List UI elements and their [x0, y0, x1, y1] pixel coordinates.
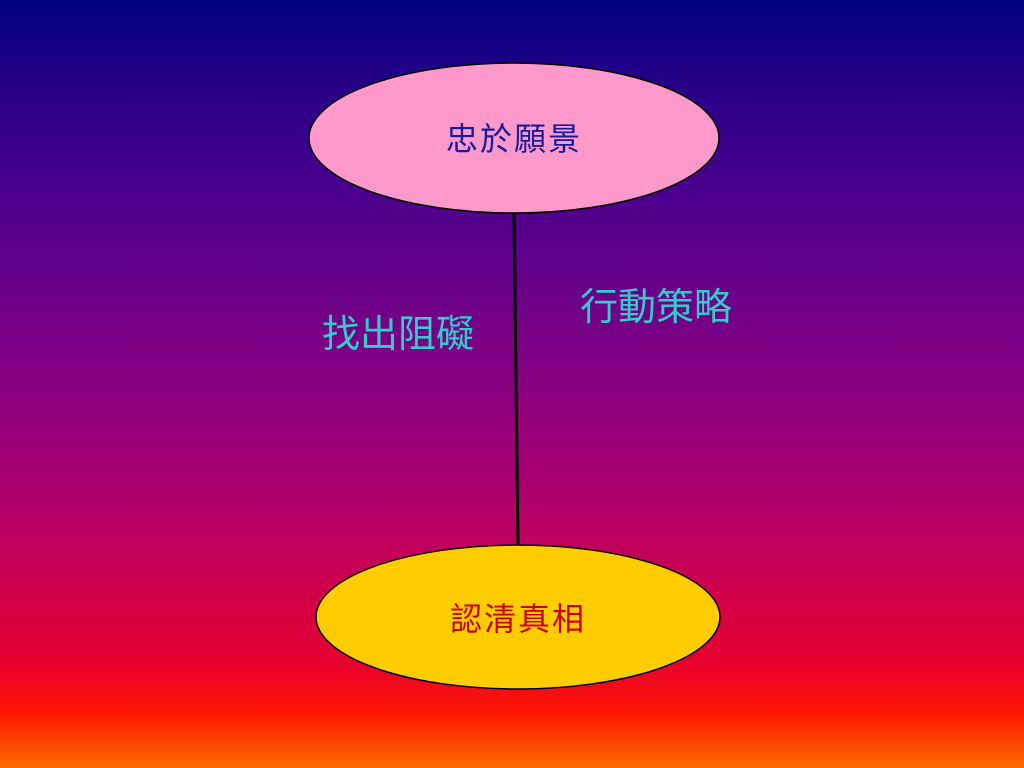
top-node-label: 忠於願景 — [446, 120, 582, 158]
top-node-shape — [308, 62, 720, 214]
bottom-node: 認清真相 — [315, 544, 721, 690]
right-label: 行動策略 — [580, 285, 732, 329]
bottom-node-shape — [315, 544, 721, 690]
bottom-node-label: 認清真相 — [450, 600, 586, 638]
top-node: 忠於願景 — [308, 62, 720, 214]
connector-line — [512, 212, 520, 548]
left-label: 找出阻礙 — [322, 312, 474, 356]
